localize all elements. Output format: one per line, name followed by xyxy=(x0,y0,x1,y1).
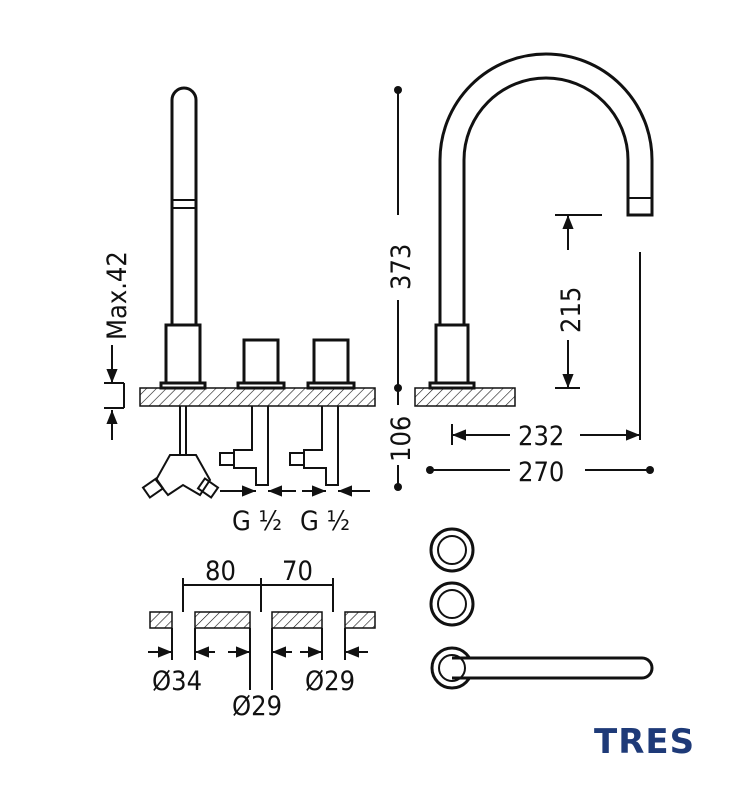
spout-height-label: 215 xyxy=(556,287,587,333)
counter-section xyxy=(139,387,376,407)
front-view: G ½ G ½ Max.42 373 106 xyxy=(102,86,417,537)
max-depth-label: Max.42 xyxy=(102,251,133,340)
handle-left xyxy=(242,338,280,385)
side-view: 215 232 270 xyxy=(414,52,654,488)
hole-layout: 80 70 Ø34 Ø29 Ø29 xyxy=(148,556,376,722)
thread-label-right: G ½ xyxy=(300,506,350,537)
spacing-left-label: 80 xyxy=(205,556,236,587)
spout-reach-label: 232 xyxy=(518,421,564,452)
lever-handle xyxy=(452,656,654,680)
under-counter-fittings xyxy=(141,406,339,499)
thread-label-left: G ½ xyxy=(232,506,282,537)
gooseneck-spout xyxy=(438,52,654,327)
spacing-right-label: 70 xyxy=(282,556,313,587)
handle-right xyxy=(312,338,350,385)
height-total-label: 373 xyxy=(386,244,417,290)
tres-logo: TRES xyxy=(594,722,695,762)
hole-middle-label: Ø29 xyxy=(232,691,282,722)
spout-tube xyxy=(170,86,198,327)
below-counter-label: 106 xyxy=(386,416,417,462)
hole-spout-label: Ø34 xyxy=(152,666,202,697)
top-view xyxy=(429,527,654,690)
hole-right-label: Ø29 xyxy=(305,666,355,697)
spout-body xyxy=(164,323,202,385)
overall-width-label: 270 xyxy=(518,457,564,488)
